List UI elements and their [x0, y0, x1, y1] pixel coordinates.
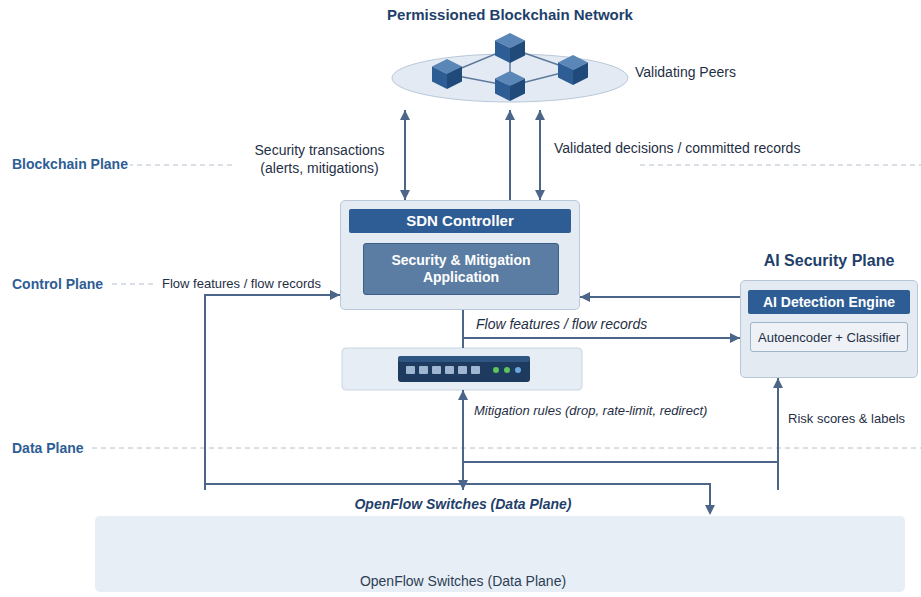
edge-label: Flow features / flow records	[160, 276, 323, 292]
edge-label: Risk scores & labels	[786, 411, 907, 427]
arrow-head	[773, 378, 783, 388]
switch-panel	[398, 356, 530, 362]
switch-panel	[342, 348, 582, 390]
edge-label: Security transactions (alerts, mitigatio…	[240, 142, 399, 177]
plane-title: AI Security Plane	[740, 252, 918, 270]
plane-label: Control Plane	[10, 276, 105, 292]
switch-port	[419, 366, 428, 374]
cube-right	[510, 41, 525, 64]
arrow-head	[535, 190, 545, 200]
connector-arrow	[535, 110, 545, 200]
connector-line	[509, 110, 511, 200]
plane-divider	[92, 165, 921, 448]
connector-line	[463, 310, 740, 338]
cube-right	[510, 79, 525, 102]
connector-arrow	[463, 310, 740, 343]
data-plane-title: OpenFlow Switches (Data Plane)	[95, 496, 831, 512]
connector-line	[539, 110, 541, 200]
peer-label: Validating Peers	[635, 64, 736, 80]
switch-panel	[504, 367, 510, 373]
switch-port	[458, 366, 467, 374]
model-label: Autoencoder + Classifier	[758, 330, 900, 345]
switch-ports	[406, 366, 480, 374]
detection-model: Autoencoder + Classifier	[750, 322, 908, 352]
switch-panel	[493, 367, 499, 373]
flow-branch	[463, 461, 778, 463]
edge-label: Flow features / flow records	[474, 316, 649, 334]
arrow-head	[400, 110, 410, 120]
plane-divider	[128, 165, 232, 166]
edge-label: Validated decisions / committed records	[552, 140, 802, 158]
connector-arrow	[505, 110, 515, 200]
switch-port	[471, 366, 480, 374]
switch-port	[406, 366, 415, 374]
controller-title: SDN Controller	[349, 209, 571, 233]
connector-arrow	[458, 310, 468, 490]
cube-left	[495, 41, 510, 64]
connector-line	[777, 378, 779, 490]
arrow-head	[458, 480, 468, 490]
plane-divider	[92, 448, 921, 449]
arrow-head	[705, 505, 715, 515]
sdn-controller: SDN ControllerSecurity & Mitigation Appl…	[340, 200, 580, 310]
plane-divider	[112, 284, 155, 285]
switch-panel	[515, 367, 521, 373]
cube-right	[573, 63, 588, 86]
cube-left	[495, 79, 510, 102]
arrow-head	[535, 110, 545, 120]
plane-label: Blockchain Plane	[10, 156, 130, 172]
cube-left	[432, 67, 447, 90]
cube-left	[558, 63, 573, 86]
blockchain-network: Permissioned Blockchain NetworkValidatin…	[385, 4, 730, 110]
plane-divider	[640, 165, 921, 166]
cube-right	[447, 67, 462, 90]
network-title: Permissioned Blockchain Network	[385, 6, 635, 23]
arrow-head	[580, 292, 590, 302]
arrow-head	[330, 290, 340, 300]
switch-port	[445, 366, 454, 374]
switch-panel	[342, 348, 582, 390]
switch-port	[432, 366, 441, 374]
mitigation-app: Security & Mitigation Application	[363, 243, 559, 295]
app-label: Security & Mitigation Application	[372, 252, 550, 287]
data-plane: OpenFlow Switches (Data Plane) OpenFlow S…	[95, 490, 905, 592]
connector-arrow	[400, 110, 410, 200]
connector-line	[205, 295, 340, 490]
switch-panel	[398, 356, 530, 382]
plane-label: Data Plane	[10, 440, 86, 456]
arrow-head	[730, 333, 740, 343]
connector-arrow	[773, 378, 783, 490]
edge-label: Mitigation rules (drop, rate-limit, redi…	[472, 403, 709, 419]
connector-arrow	[205, 290, 340, 490]
connector-line	[580, 296, 740, 298]
ai-plane: AI Security Plane AI Detection EngineAuto…	[740, 250, 918, 378]
arrow-head	[458, 390, 468, 400]
connector-arrow	[580, 292, 740, 302]
arrow-head	[400, 190, 410, 200]
data-plane-label: OpenFlow Switches (Data Plane)	[95, 573, 831, 589]
arrow-head	[505, 110, 515, 120]
engine-title: AI Detection Engine	[748, 290, 910, 314]
connector-line	[404, 110, 406, 200]
